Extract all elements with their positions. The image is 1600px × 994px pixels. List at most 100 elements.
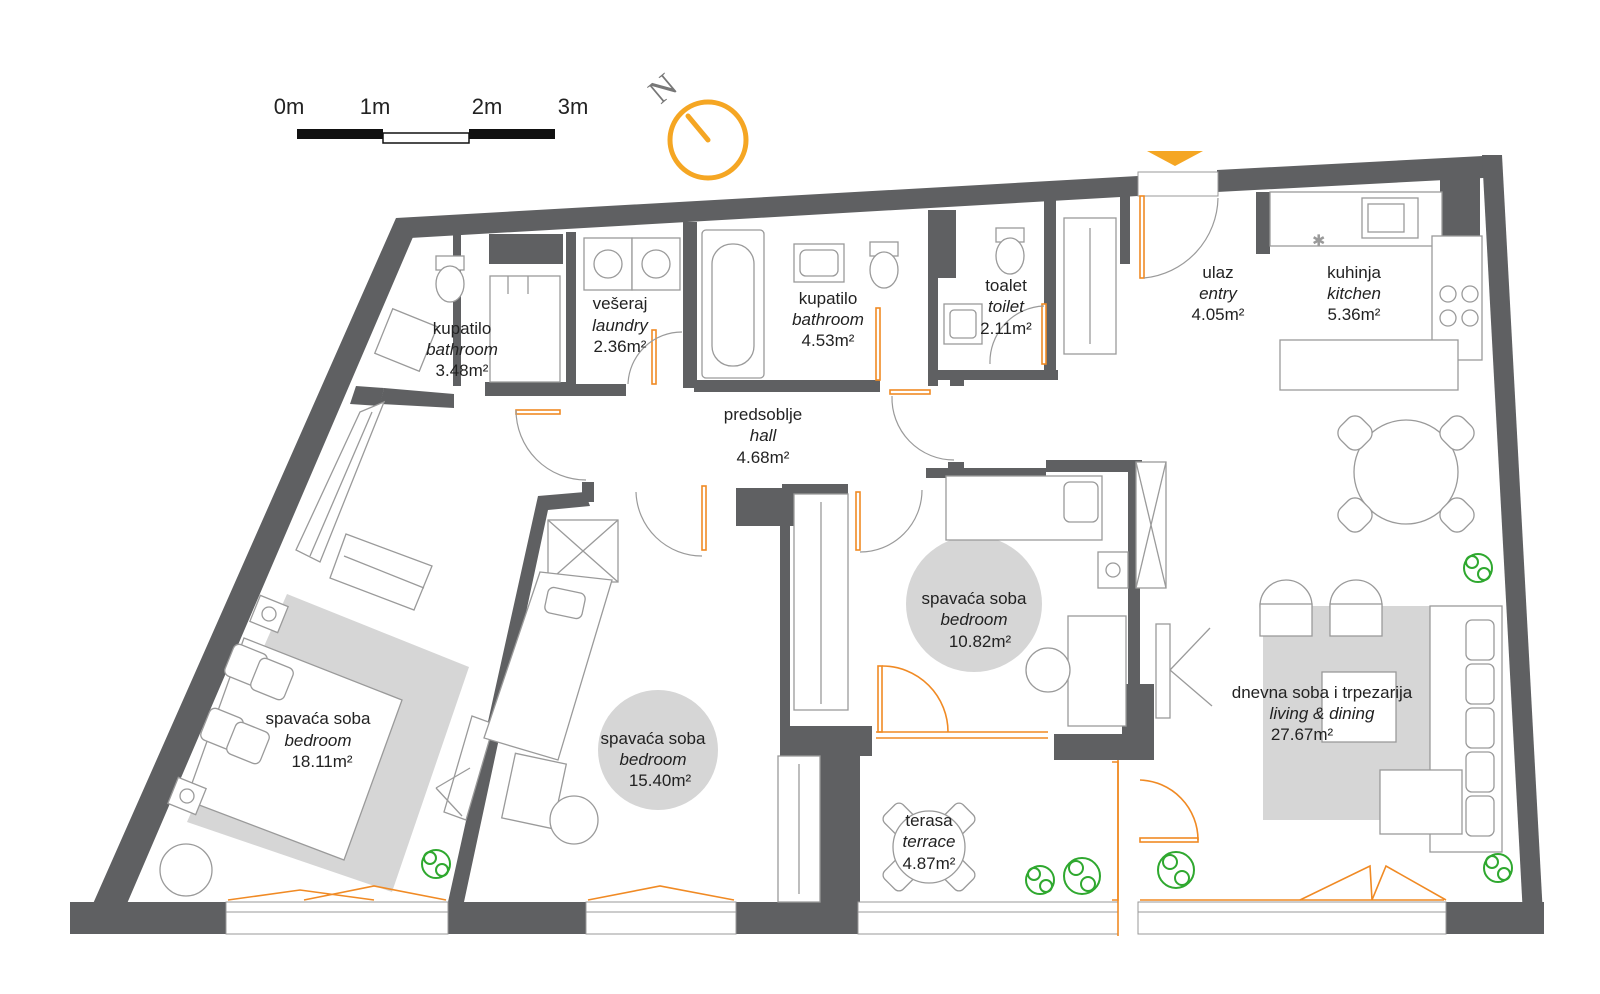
wall-bath1-east bbox=[453, 234, 461, 386]
scale-label-2m: 2m bbox=[472, 94, 503, 119]
shower-tray-icon bbox=[373, 307, 439, 373]
door-bedroom-mid-leaf bbox=[701, 485, 707, 551]
doors bbox=[515, 195, 1219, 936]
wardrobe-bedroom-large bbox=[295, 400, 386, 563]
sofa-chaise bbox=[1379, 769, 1463, 835]
wall-hall-north-1 bbox=[380, 388, 454, 408]
bedroom-small-furniture bbox=[945, 475, 1129, 727]
plant-icon bbox=[421, 849, 451, 879]
dining-table-icon bbox=[1353, 419, 1459, 525]
entry-opening bbox=[1137, 171, 1219, 197]
room-name: terasa bbox=[905, 811, 953, 830]
wall-laundry-west bbox=[566, 232, 576, 388]
room-area: 4.53m² bbox=[802, 331, 855, 350]
wall-entry-west bbox=[1120, 196, 1130, 264]
plant-icon bbox=[1025, 865, 1055, 895]
single-bed-icon bbox=[483, 571, 613, 761]
room-name-en: toilet bbox=[988, 297, 1025, 316]
room-name: kupatilo bbox=[799, 289, 858, 308]
washer-icon bbox=[583, 237, 633, 291]
door-bedroom-mid-swing bbox=[635, 491, 703, 557]
kitchen-fixtures: ✱ bbox=[1269, 191, 1483, 391]
dryer-icon bbox=[631, 237, 681, 291]
window-pane-5 bbox=[1371, 864, 1447, 901]
nightstand-icon bbox=[249, 594, 289, 634]
wall-toilet-east bbox=[1044, 200, 1056, 380]
plants bbox=[421, 553, 1513, 895]
room-name: dnevna soba i trpezarija bbox=[1232, 683, 1413, 702]
coffee-table-icon bbox=[1321, 671, 1397, 743]
wall-laundry-top bbox=[489, 234, 563, 264]
terrace-divider bbox=[1112, 761, 1119, 901]
hob-icon bbox=[1439, 285, 1457, 303]
window-terrace bbox=[857, 901, 1119, 935]
toilet-fixtures bbox=[943, 227, 1025, 345]
room-label-living: dnevna soba i trpezarija living & dining… bbox=[1232, 683, 1413, 744]
door-toilet-leaf bbox=[1041, 303, 1047, 365]
room-name-en: bedroom bbox=[284, 731, 351, 750]
room-name: kupatilo bbox=[433, 319, 492, 338]
scale-segment-2 bbox=[382, 132, 470, 144]
door-bath1-swing bbox=[515, 409, 587, 481]
window-4 bbox=[1137, 901, 1447, 935]
room-name-en: living & dining bbox=[1270, 704, 1375, 723]
wall-south-3 bbox=[448, 902, 586, 934]
kitchen-sink-icon bbox=[1361, 197, 1419, 239]
wall-column-void bbox=[1450, 188, 1470, 228]
room-name-en: bedroom bbox=[619, 750, 686, 769]
wall-kitchen-west bbox=[1256, 192, 1270, 254]
room-label-bedroom-mid: spavaća soba bedroom 15.40m² bbox=[601, 729, 706, 790]
room-label-hall: predsoblje hall 4.68m² bbox=[724, 405, 802, 467]
room-label-terrace: terasa terrace 4.87m² bbox=[903, 811, 956, 873]
plant-icon bbox=[1063, 857, 1101, 895]
room-label-toilet: toalet toilet 2.11m² bbox=[980, 276, 1032, 338]
room-label-bathroom-1: kupatilo bathroom 3.48m² bbox=[426, 319, 498, 380]
wall-hall-north-6 bbox=[928, 370, 1058, 380]
windows bbox=[225, 171, 1447, 935]
room-name: spavaća soba bbox=[266, 709, 371, 728]
door-bath2-leaf bbox=[889, 389, 931, 395]
plant-icon bbox=[1157, 851, 1195, 889]
entry-door-swing bbox=[1143, 197, 1219, 279]
room-name: toalet bbox=[985, 276, 1027, 295]
wall-bedroom-small-top-2 bbox=[1046, 460, 1142, 472]
scale-segment-1 bbox=[297, 129, 383, 139]
room-label-kitchen: kuhinja kitchen 5.36m² bbox=[1327, 263, 1381, 324]
room-label-bedroom-large: spavaća soba bedroom 18.11m² bbox=[266, 709, 371, 771]
wall-bedroom-small-top-1 bbox=[926, 468, 1046, 478]
window-1 bbox=[225, 901, 449, 935]
entrance-arrow-icon bbox=[1147, 151, 1203, 166]
wall-stub-2 bbox=[948, 462, 964, 476]
wall-south-1 bbox=[70, 902, 226, 934]
wall-north-right bbox=[1217, 155, 1502, 192]
dining-chair-icon bbox=[1337, 415, 1373, 451]
laundry-fixtures bbox=[583, 237, 681, 291]
wall-toilet-west-1 bbox=[928, 210, 956, 278]
scale-label-3m: 3m bbox=[558, 94, 589, 119]
room-label-bathroom-2: kupatilo bathroom 4.53m² bbox=[792, 289, 864, 350]
room-name-en: entry bbox=[1199, 284, 1238, 303]
room-name: spavaća soba bbox=[922, 589, 1027, 608]
room-area: 27.67m² bbox=[1271, 725, 1334, 744]
living-furniture bbox=[1155, 579, 1503, 853]
scale-segment-3 bbox=[469, 129, 555, 139]
room-area: 10.82m² bbox=[949, 632, 1012, 651]
wall-hall-north-3 bbox=[570, 384, 626, 396]
room-area: 4.68m² bbox=[737, 448, 790, 467]
wall-south-4 bbox=[736, 902, 858, 934]
double-bed-icon bbox=[185, 637, 403, 861]
desk-chair-icon bbox=[549, 795, 599, 845]
room-name-en: hall bbox=[750, 426, 778, 445]
room-area: 15.40m² bbox=[629, 771, 692, 790]
rug-mid-bedroom bbox=[598, 690, 718, 810]
room-area: 4.05m² bbox=[1192, 305, 1245, 324]
wardrobes bbox=[295, 217, 1167, 903]
window-pane-2 bbox=[303, 885, 447, 901]
room-name-en: laundry bbox=[592, 316, 649, 335]
bathroom-1-fixtures bbox=[373, 255, 561, 383]
room-label-bedroom-small: spavaća soba bedroom 10.82m² bbox=[922, 589, 1027, 651]
room-label-laundry: vešeraj laundry 2.36m² bbox=[592, 294, 649, 356]
wall-bedroom-divider-4 bbox=[780, 490, 790, 740]
rug-small-bedroom bbox=[906, 536, 1042, 672]
bedroom-large-furniture bbox=[159, 594, 495, 897]
